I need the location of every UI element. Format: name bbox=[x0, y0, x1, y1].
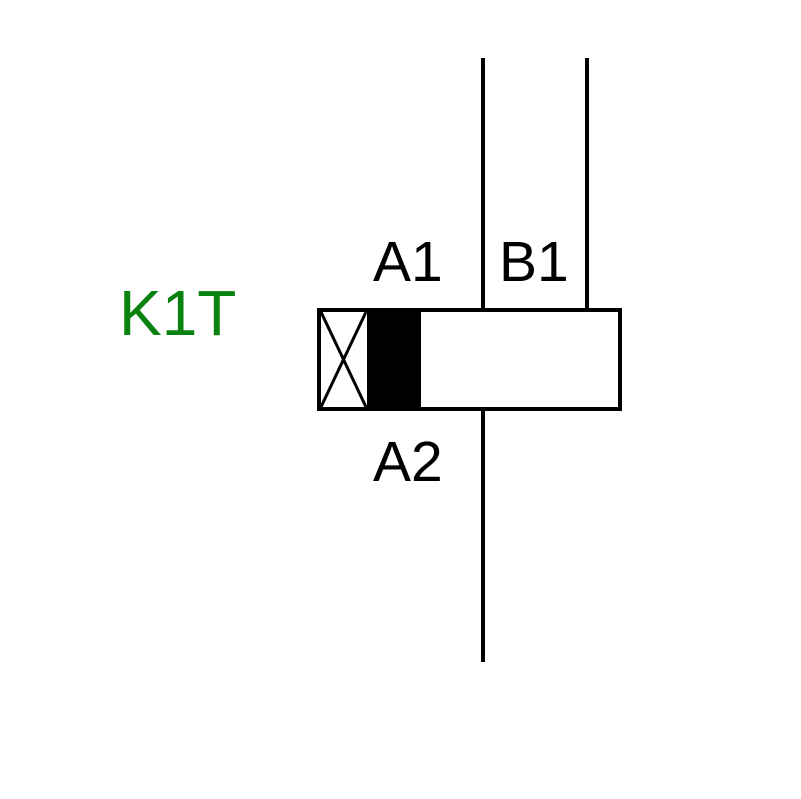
coil-body bbox=[317, 308, 622, 411]
coil-black-fill bbox=[367, 310, 421, 409]
terminal-b1-label: B1 bbox=[499, 230, 569, 294]
terminal-a2-label: A2 bbox=[373, 430, 443, 494]
device-designation: K1T bbox=[119, 277, 236, 349]
cross-line-2 bbox=[319, 311, 368, 408]
terminal-a1-label: A1 bbox=[373, 230, 443, 294]
